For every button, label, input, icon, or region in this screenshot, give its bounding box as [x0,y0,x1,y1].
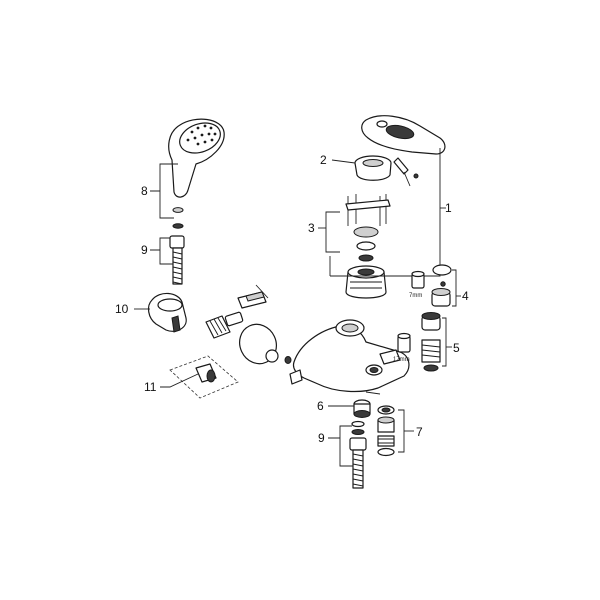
dimension-7mm: 7mm [409,293,422,299]
callout-8: 8 [141,184,148,198]
callout-2: 2 [320,153,327,167]
callout-9-upper: 9 [141,243,148,257]
callout-11: 11 [144,380,157,394]
callout-9-lower: 9 [318,431,325,445]
callout-7: 7 [416,425,423,439]
callout-4: 4 [462,289,469,303]
wall-bracket [147,292,187,333]
callout-leaders [134,159,461,467]
mixer-body [289,319,410,395]
shower-hose-lower [349,420,367,489]
lever-handle [361,115,446,187]
dimension-17mm: 17mm [393,357,410,363]
check-valve-kit [411,264,457,307]
callout-1: 1 [445,201,452,215]
diverter-parts [377,405,405,457]
wall-seal [169,355,239,399]
handle-cap [354,155,392,181]
cartridge-assembly [345,194,391,299]
callout-1-bracket [329,148,446,277]
hand-shower [168,118,225,229]
callout-10: 10 [115,302,129,316]
callout-5: 5 [453,341,460,355]
inlet-connector-kit [397,312,447,372]
wall-elbow-assembly [205,284,292,365]
shower-hose-upper [169,235,185,285]
callout-3-bracket [325,211,340,253]
spout-connector [353,399,371,418]
callout-3: 3 [308,221,315,235]
callout-6: 6 [317,399,324,413]
